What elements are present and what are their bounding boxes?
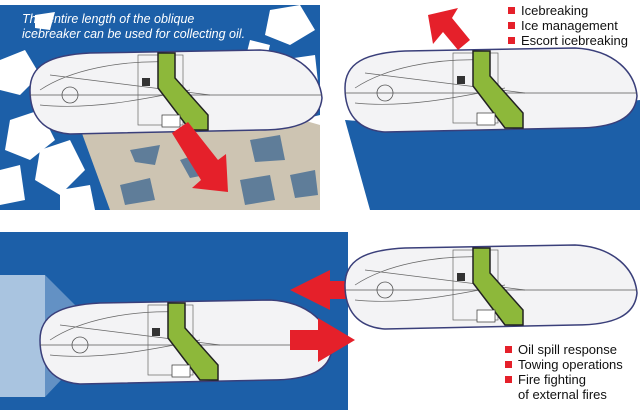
panel-icebreaking [344,8,640,210]
bullet-icon [508,22,515,29]
list-item: Oil spill response [505,342,623,357]
icebreaker-ship [344,244,638,330]
icebreaker-ship [29,49,323,135]
list-item: Escort icebreaking [508,33,628,48]
arrow-diagonal-down [172,122,228,192]
list-item-label: Ice management [521,18,618,33]
list-item-label: Fire fighting [518,372,586,387]
panel-oil-spill-response [0,232,355,410]
top-capability-list: Icebreaking Ice management Escort icebre… [508,3,628,48]
panel-oil-collection [0,5,323,210]
icebreaker-ship [344,47,638,133]
list-item-continuation: of external fires [518,387,607,402]
list-item: Towing operations [505,357,623,372]
list-item-label: Escort icebreaking [521,33,628,48]
list-item-label: Towing operations [518,357,623,372]
list-item-label: Icebreaking [521,3,589,18]
arrow-left [290,270,350,310]
caption-line: icebreaker can be used for collecting oi… [22,27,246,41]
list-item: Ice management [508,18,628,33]
bullet-icon [508,37,515,44]
list-item: Icebreaking [508,3,628,18]
caption: The entire length of the oblique icebrea… [22,12,322,42]
bullet-icon [505,346,512,353]
caption-line: The entire length of the oblique [22,12,195,26]
icebreaker-ship [39,299,333,385]
bullet-icon [505,376,512,383]
list-item: Fire fighting [505,372,623,387]
bottom-capability-list: Oil spill response Towing operations Fir… [505,342,623,402]
bullet-icon [505,361,512,368]
list-item-label: Oil spill response [518,342,617,357]
arrow-right [290,318,355,362]
bullet-icon [508,7,515,14]
arrow-up-left [428,8,470,50]
